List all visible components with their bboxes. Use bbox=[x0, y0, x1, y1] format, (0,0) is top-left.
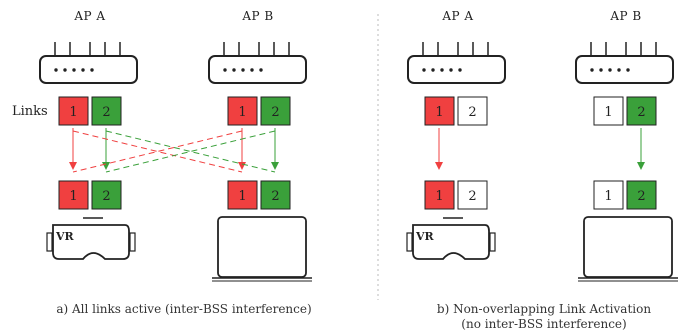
interference-line-green bbox=[105, 130, 276, 173]
link-box-label: 1 bbox=[69, 105, 77, 120]
link-box-label: 1 bbox=[238, 189, 246, 204]
link-box-1 bbox=[424, 96, 455, 126]
link-box-label: 2 bbox=[468, 189, 476, 204]
router-icon bbox=[407, 42, 506, 84]
vr-label: VR bbox=[415, 230, 435, 243]
link-box-label: 1 bbox=[604, 189, 612, 204]
link-box-2 bbox=[260, 96, 291, 126]
laptop-icon bbox=[578, 216, 678, 282]
link-box-1 bbox=[593, 96, 624, 126]
link-box-label: 2 bbox=[637, 189, 645, 204]
link-box-2 bbox=[91, 96, 122, 126]
link-box-label: 1 bbox=[238, 105, 246, 120]
link-box-2 bbox=[457, 96, 488, 126]
laptop-icon bbox=[212, 216, 312, 282]
vr-label: VR bbox=[55, 230, 75, 243]
vr-headset-icon: VR bbox=[406, 217, 496, 260]
link-box-2 bbox=[260, 180, 291, 210]
link-box-1 bbox=[58, 180, 89, 210]
caption-b-line1: b) Non-overlapping Link Activation bbox=[437, 302, 651, 316]
link-box-1 bbox=[227, 96, 258, 126]
link-box-label: 2 bbox=[271, 105, 279, 120]
router-icon bbox=[208, 42, 307, 84]
link-box-1 bbox=[424, 180, 455, 210]
link-box-label: 2 bbox=[102, 105, 110, 120]
link-box-label: 1 bbox=[69, 189, 77, 204]
ap-b-label: AP B bbox=[241, 9, 273, 23]
interference-line-red bbox=[72, 130, 243, 173]
ap-a-label: AP A bbox=[441, 9, 473, 23]
link-box-2 bbox=[457, 180, 488, 210]
link-box-label: 2 bbox=[102, 189, 110, 204]
link-box-label: 1 bbox=[435, 105, 443, 120]
vr-headset-icon: VR bbox=[46, 217, 136, 260]
router-icon bbox=[39, 42, 138, 84]
caption-a: a) All links active (inter-BSS interfere… bbox=[56, 302, 311, 316]
link-box-label: 2 bbox=[271, 189, 279, 204]
router-icon bbox=[575, 42, 674, 84]
link-box-label: 1 bbox=[604, 105, 612, 120]
link-box-1 bbox=[593, 180, 624, 210]
links-label: Links bbox=[12, 104, 48, 119]
link-box-label: 1 bbox=[435, 189, 443, 204]
link-box-2 bbox=[91, 180, 122, 210]
link-box-label: 2 bbox=[637, 105, 645, 120]
link-box-label: 2 bbox=[468, 105, 476, 120]
ap-a-label: AP A bbox=[73, 9, 105, 23]
interference-line-green bbox=[105, 130, 276, 173]
interference-line-red bbox=[72, 130, 243, 173]
link-box-2 bbox=[626, 96, 657, 126]
link-box-2 bbox=[626, 180, 657, 210]
link-box-1 bbox=[227, 180, 258, 210]
ap-b-label: AP B bbox=[609, 9, 641, 23]
caption-b-line2: (no inter-BSS interference) bbox=[461, 317, 626, 331]
link-box-1 bbox=[58, 96, 89, 126]
